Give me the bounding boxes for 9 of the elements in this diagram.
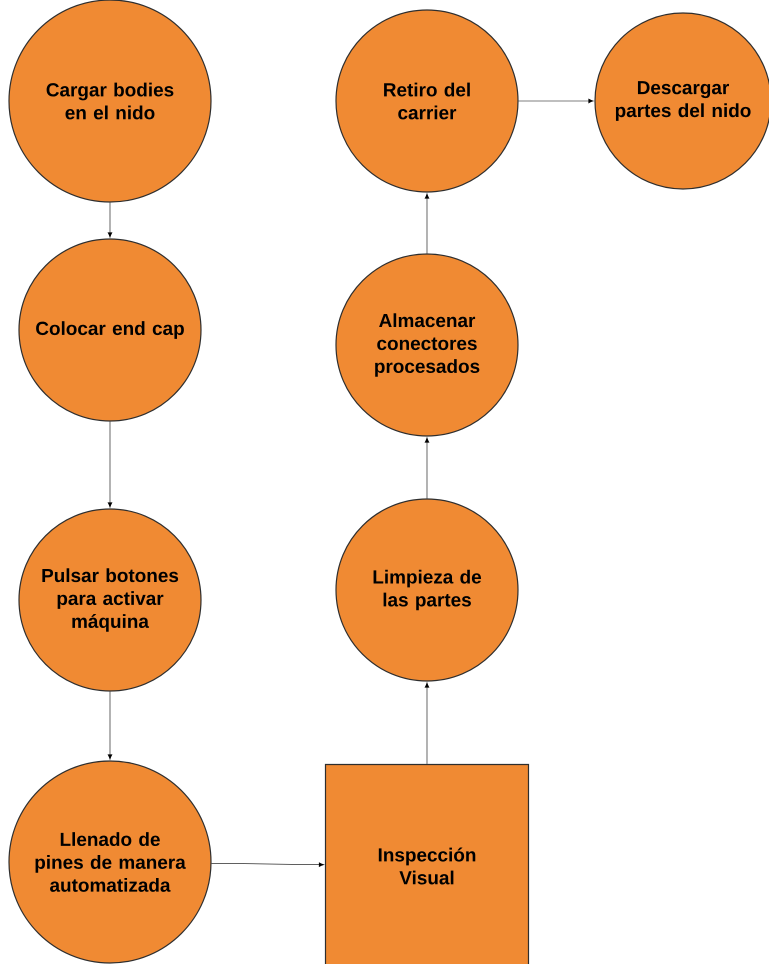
- arrow: [424, 437, 430, 499]
- arrow: [518, 98, 594, 104]
- process-box: Inspección Visual: [324, 764, 530, 964]
- arrow: [424, 682, 430, 764]
- arrow: [108, 202, 112, 238]
- arrow: [108, 691, 112, 760]
- arrow: [108, 421, 112, 508]
- arrow: [211, 862, 324, 867]
- arrow: [424, 193, 430, 254]
